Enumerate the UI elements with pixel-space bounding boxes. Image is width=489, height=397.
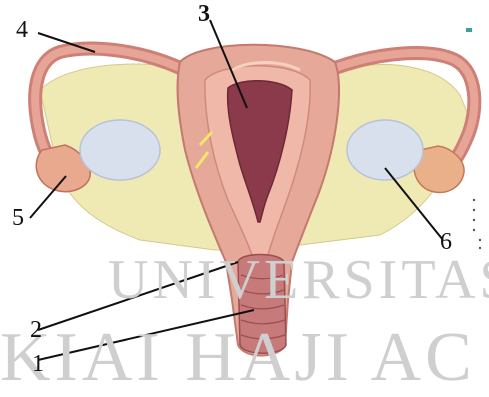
label-5: 5 — [12, 206, 24, 230]
label-1: 1 — [32, 352, 44, 376]
label-3: 3 — [198, 2, 210, 26]
label-6: 6 — [440, 230, 452, 254]
watermark-line-2: KIAI HAJI AC — [0, 318, 476, 397]
label-4: 4 — [16, 18, 28, 42]
label-2: 2 — [30, 318, 42, 342]
left-ovary — [80, 120, 160, 180]
watermark-line-1: UNIVERSITAS — [108, 248, 489, 312]
right-ovary — [347, 120, 423, 180]
